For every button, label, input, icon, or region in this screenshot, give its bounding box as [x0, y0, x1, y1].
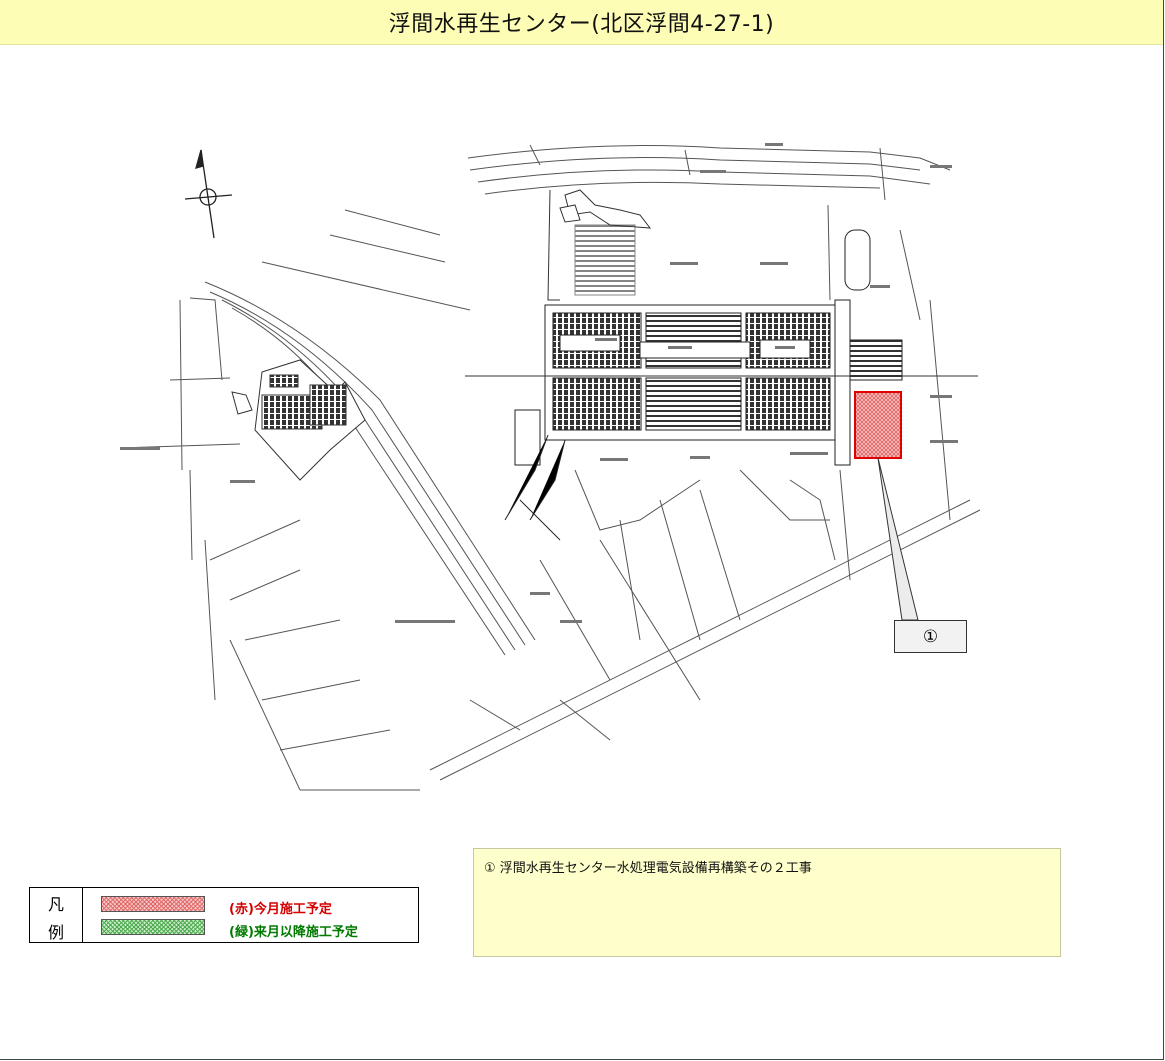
left-building-complex	[231, 359, 366, 481]
north-building-cluster	[547, 189, 652, 301]
title-bar: 浮間水再生センター(北区浮間4-27-1)	[0, 0, 1163, 45]
note-item-1: ① 浮間水再生センター水処理電気設備再構築その２工事	[484, 861, 812, 876]
legend: 凡 例 (赤)今月施工予定 (緑)来月以降施工予定	[29, 887, 419, 943]
notes-panel: ① 浮間水再生センター水処理電気設備再構築その２工事	[473, 848, 1061, 957]
work-area-1	[854, 391, 902, 459]
treatment-plant	[504, 229, 903, 541]
legend-header: 凡 例	[30, 888, 83, 942]
work-area-1-callout: ①	[894, 620, 967, 653]
legend-header-bottom: 例	[47, 923, 64, 942]
legend-label-this-month: (赤)今月施工予定	[229, 902, 332, 917]
legend-swatch-this-month	[101, 896, 205, 912]
legend-header-top: 凡	[47, 895, 64, 914]
page-title: 浮間水再生センター(北区浮間4-27-1)	[388, 12, 775, 37]
legend-swatch-next-month	[101, 919, 205, 935]
north-arrow-icon	[184, 149, 233, 239]
legend-label-next-month: (緑)来月以降施工予定	[229, 925, 358, 940]
work-area-1-marker: ①	[922, 626, 939, 647]
map-label-marks	[120, 143, 958, 623]
callout-leader	[877, 457, 919, 621]
road-lines	[119, 144, 981, 791]
